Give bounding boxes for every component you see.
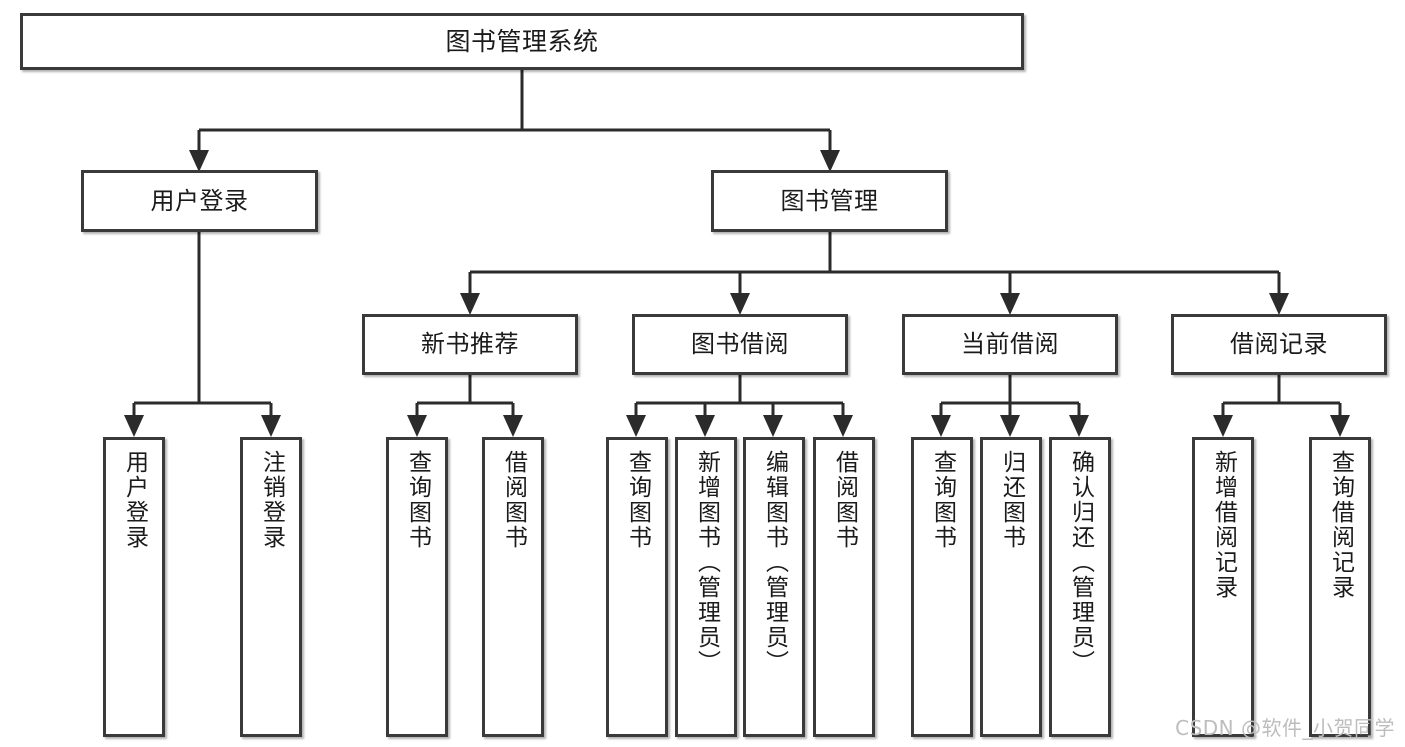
node-book-borrowing[interactable]: 图书借阅 <box>632 314 848 375</box>
leaf-book-borrow-query-book[interactable]: 查询图书 <box>606 437 668 737</box>
leaf-book-borrow-edit-book-admin[interactable]: 编辑图书（管理员） <box>743 437 805 737</box>
node-label: 借阅图书 <box>500 450 527 550</box>
node-label: 查询图书 <box>404 450 431 550</box>
node-label: 新增图书（管理员） <box>693 450 720 675</box>
node-label: 查询借阅记录 <box>1327 450 1354 600</box>
node-label: 新书推荐 <box>421 330 519 359</box>
node-label: 图书管理 <box>780 186 879 215</box>
node-root-book-management-system[interactable]: 图书管理系统 <box>20 13 1024 70</box>
leaf-new-book-query-book[interactable]: 查询图书 <box>386 437 448 737</box>
leaf-current-borrow-confirm-return-admin[interactable]: 确认归还（管理员） <box>1049 437 1111 737</box>
leaf-book-borrow-add-book-admin[interactable]: 新增图书（管理员） <box>675 437 737 737</box>
leaf-current-borrow-query-book[interactable]: 查询图书 <box>911 437 973 737</box>
leaf-borrow-record-query-record[interactable]: 查询借阅记录 <box>1309 437 1371 737</box>
node-label: 借阅图书 <box>831 450 858 550</box>
watermark-text: CSDN @软件_小贺同学 <box>1175 716 1395 740</box>
leaf-current-borrow-return-book[interactable]: 归还图书 <box>980 437 1042 737</box>
node-new-book-recommendation[interactable]: 新书推荐 <box>362 314 578 375</box>
leaf-borrow-record-add-record[interactable]: 新增借阅记录 <box>1192 437 1254 737</box>
node-label: 查询图书 <box>624 450 651 550</box>
node-label: 图书借阅 <box>691 330 789 359</box>
node-label: 用户登录 <box>121 450 148 550</box>
leaf-user-login-login[interactable]: 用户登录 <box>103 437 165 737</box>
node-current-borrowing[interactable]: 当前借阅 <box>902 314 1118 375</box>
node-label: 图书管理系统 <box>445 26 599 56</box>
node-borrowing-record[interactable]: 借阅记录 <box>1171 314 1387 375</box>
leaf-new-book-borrow-book[interactable]: 借阅图书 <box>482 437 544 737</box>
node-book-management[interactable]: 图书管理 <box>711 170 948 232</box>
node-label: 编辑图书（管理员） <box>761 450 788 675</box>
node-user-login[interactable]: 用户登录 <box>81 170 318 232</box>
node-label: 查询图书 <box>929 450 956 550</box>
node-label: 用户登录 <box>150 186 249 215</box>
node-label: 注销登录 <box>258 450 285 550</box>
leaf-book-borrow-borrow-book[interactable]: 借阅图书 <box>813 437 875 737</box>
node-label: 新增借阅记录 <box>1210 450 1237 600</box>
leaf-user-login-logout[interactable]: 注销登录 <box>240 437 302 737</box>
node-label: 当前借阅 <box>961 330 1059 359</box>
node-label: 归还图书 <box>998 450 1025 550</box>
node-label: 确认归还（管理员） <box>1067 450 1094 675</box>
node-label: 借阅记录 <box>1230 330 1328 359</box>
